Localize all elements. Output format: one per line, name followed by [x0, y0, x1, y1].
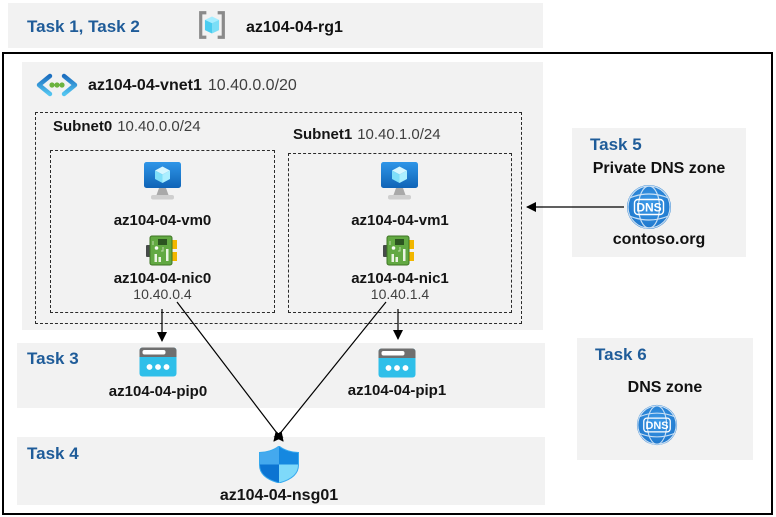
- task6-label: Task 6: [595, 345, 647, 364]
- nic0-ip: 10.40.0.4: [133, 286, 192, 302]
- pip1-label: az104-04-pip1: [347, 382, 447, 399]
- subnet1-box: [288, 153, 512, 313]
- private-dns-zone-name: contoso.org: [612, 231, 706, 248]
- pip1-icon: [378, 348, 416, 378]
- vnet-name: az104-04-vnet1: [88, 77, 202, 94]
- subnet1-cidr: 10.40.1.0/24: [357, 126, 441, 143]
- dns-zone-icon: DNS: [636, 404, 678, 446]
- vnet-cidr: 10.40.0.0/20: [207, 77, 297, 94]
- subnet0-cidr: 10.40.0.0/24: [117, 118, 201, 135]
- nsg-label: az104-04-nsg01: [219, 487, 339, 504]
- pip0-icon: [139, 347, 177, 377]
- resource-group-icon: [199, 11, 225, 39]
- vnet-icon: [36, 73, 78, 97]
- dns-badge-text: DNS: [645, 420, 668, 432]
- dns-badge-text: DNS: [636, 201, 661, 215]
- vm0-label: az104-04-vm0: [113, 212, 212, 229]
- subnet1-name: Subnet1: [293, 126, 353, 143]
- resource-group-name: az104-04-rg1: [246, 19, 343, 36]
- task4-label: Task 4: [27, 444, 79, 463]
- vm1-icon: [381, 162, 418, 200]
- nic0-icon: [146, 235, 178, 266]
- nic1-ip: 10.40.1.4: [370, 286, 430, 302]
- nic0-label: az104-04-nic0: [113, 270, 212, 287]
- subnet0-name: Subnet0: [53, 118, 113, 135]
- vnet-header: az104-04-vnet1 10.40.0.0/20: [88, 76, 297, 96]
- nic1-icon: [383, 235, 415, 266]
- task12-label: Task 1, Task 2: [27, 17, 140, 36]
- vm1-label: az104-04-vm1: [351, 212, 449, 229]
- task5-label: Task 5: [590, 135, 642, 154]
- vnet-panel: [22, 62, 543, 330]
- private-dns-zone-icon: DNS: [626, 184, 672, 230]
- nsg-shield-icon: [259, 446, 299, 483]
- task12-panel: [8, 3, 543, 48]
- resource-group-container: [2, 52, 773, 515]
- private-dns-zone-title: Private DNS zone: [592, 160, 726, 177]
- pip0-label: az104-04-pip0: [108, 383, 208, 400]
- nic1-label: az104-04-nic1: [351, 270, 449, 287]
- vm0-icon: [144, 162, 181, 200]
- dns-zone-title: DNS zone: [627, 379, 703, 396]
- task3-label: Task 3: [27, 349, 79, 368]
